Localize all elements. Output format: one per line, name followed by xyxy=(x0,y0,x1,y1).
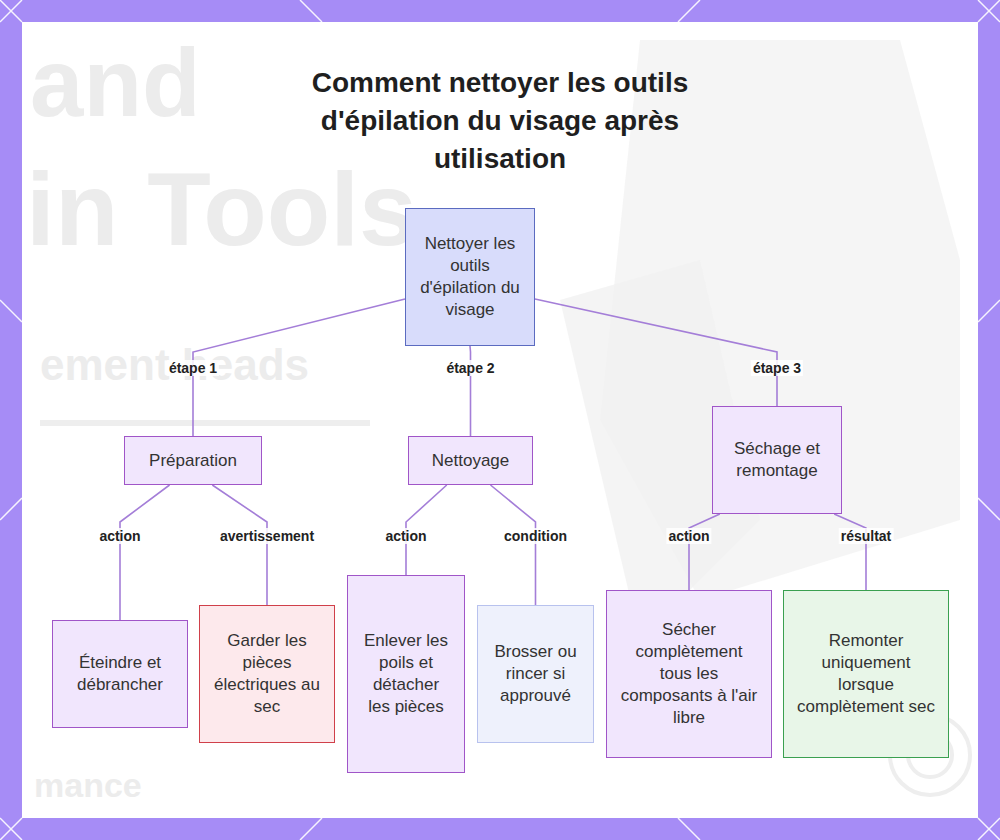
action-box: Éteindre et débrancher xyxy=(52,620,188,728)
connector-line xyxy=(212,485,267,605)
edge-label: action xyxy=(666,528,711,544)
node-text-group: Préparation xyxy=(149,450,237,472)
node-text: Brosser ou rincer si approuvé xyxy=(490,641,581,707)
watermark-text: in Tools xyxy=(26,150,417,269)
node-text-group: Sécher complètement tous les composants … xyxy=(619,619,759,729)
edge-label: action xyxy=(97,528,142,544)
connector-line xyxy=(491,485,536,605)
action-box: Enlever les poils et détacher les pièces xyxy=(347,575,465,773)
node-text: Éteindre et débrancher xyxy=(65,652,175,696)
edge-label: action xyxy=(383,528,428,544)
watermark-text: mance xyxy=(34,766,142,805)
edge-label: étape 1 xyxy=(167,360,219,376)
condition-box: Brosser ou rincer si approuvé xyxy=(477,605,594,743)
connector-line xyxy=(834,514,866,590)
connector-line xyxy=(120,485,170,620)
node-text-group: Remonter uniquement lorsque complètement… xyxy=(796,630,936,718)
node-text-group: Enlever les poils et détacher les pièces xyxy=(360,630,452,718)
node-text: Préparation xyxy=(149,450,237,472)
node-text-group: Nettoyage xyxy=(432,450,510,472)
result-box: Remonter uniquement lorsque complètement… xyxy=(783,590,949,758)
step-box: Séchage et remontage xyxy=(712,406,842,514)
node-text-group: Brosser ou rincer si approuvé xyxy=(490,641,581,707)
node-text: Garder les pièces électriques au sec xyxy=(212,630,322,718)
node-text-group: Éteindre et débrancher xyxy=(65,652,175,696)
node-text: Remonter uniquement lorsque complètement… xyxy=(796,630,936,718)
edge-label: étape 2 xyxy=(444,360,496,376)
connector-line xyxy=(193,299,405,436)
edge-label: étape 3 xyxy=(751,360,803,376)
node-text-group: Garder les pièces électriques au sec xyxy=(212,630,322,718)
node-text: Nettoyage xyxy=(432,450,510,472)
step-box: Nettoyage xyxy=(408,436,533,485)
edge-label: avertissement xyxy=(218,528,316,544)
node-text: Séchage et remontage xyxy=(725,438,829,482)
node-text-group: Nettoyer les outils d'épilation du visag… xyxy=(418,233,522,321)
step-box: Préparation xyxy=(124,436,262,485)
node-text: Nettoyer les outils d'épilation du visag… xyxy=(418,233,522,321)
edge-label: condition xyxy=(502,528,569,544)
node-text: Enlever les poils et détacher les pièces xyxy=(360,630,452,718)
edge-label: résultat xyxy=(839,528,894,544)
diagram-title: Comment nettoyer les outils d'épilation … xyxy=(275,64,725,178)
warning-box: Garder les pièces électriques au sec xyxy=(199,605,335,743)
root-box: Nettoyer les outils d'épilation du visag… xyxy=(405,208,535,346)
action-box: Sécher complètement tous les composants … xyxy=(606,590,772,758)
node-text-group: Séchage et remontage xyxy=(725,438,829,482)
white-panel xyxy=(22,22,978,818)
node-text: Sécher complètement tous les composants … xyxy=(619,619,759,729)
connector-line xyxy=(689,514,720,590)
connector-line xyxy=(535,299,777,406)
watermark-text: and xyxy=(30,28,201,138)
